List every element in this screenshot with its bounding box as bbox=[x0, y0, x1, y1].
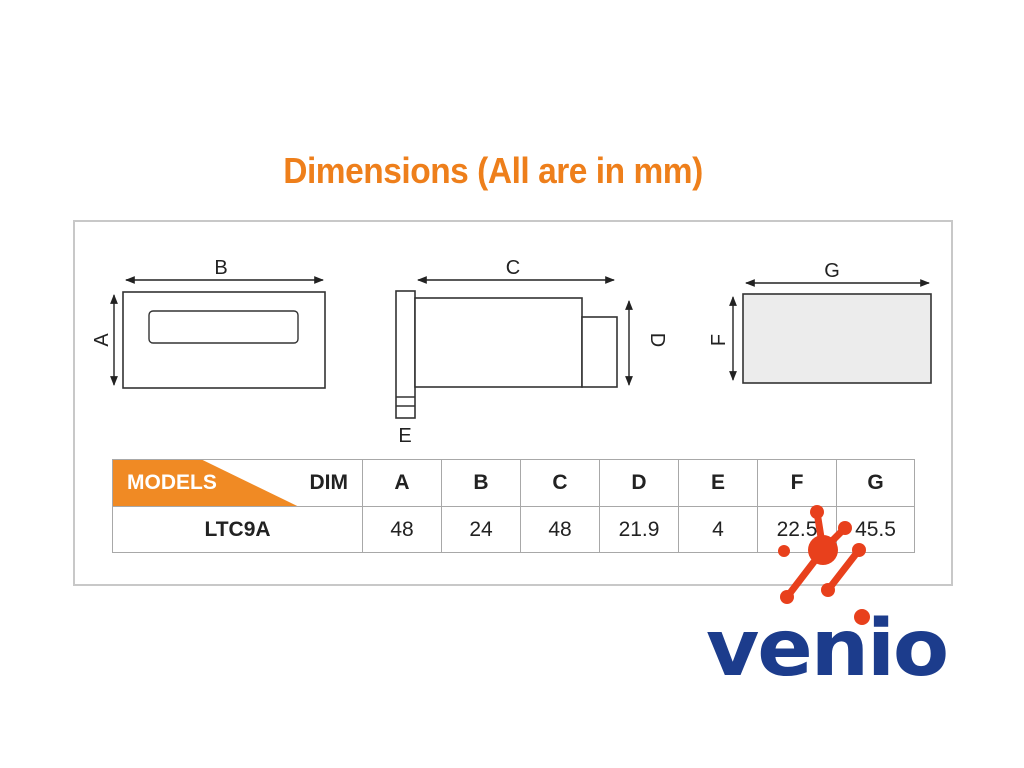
column-header-d: D bbox=[599, 459, 679, 507]
value-cell-a: 48 bbox=[362, 506, 442, 553]
table-row: LTC9A 48 24 48 21.9 4 22.5 45.5 bbox=[112, 506, 915, 553]
dim-label: DIM bbox=[309, 471, 349, 494]
side-view: C D E bbox=[395, 257, 668, 447]
label-e: E bbox=[398, 425, 411, 447]
label-b: B bbox=[214, 257, 227, 279]
label-a: A bbox=[91, 333, 113, 347]
venio-logo-text: venio bbox=[706, 604, 949, 694]
models-label: MODELS bbox=[127, 471, 217, 494]
label-c: C bbox=[506, 257, 520, 279]
cutout-view: G F bbox=[708, 260, 932, 384]
column-header-c: C bbox=[520, 459, 600, 507]
column-header-b: B bbox=[441, 459, 521, 507]
value-cell-c: 48 bbox=[520, 506, 600, 553]
models-dim-header: MODELS DIM bbox=[112, 459, 363, 507]
drawing-frame bbox=[73, 220, 953, 586]
venio-logo-mark bbox=[778, 505, 870, 625]
label-g: G bbox=[824, 260, 840, 282]
value-cell-b: 24 bbox=[441, 506, 521, 553]
value-cell-d: 21.9 bbox=[599, 506, 679, 553]
column-header-e: E bbox=[678, 459, 758, 507]
model-name-cell: LTC9A bbox=[112, 506, 363, 553]
page-title: Dimensions (All are in mm) bbox=[283, 150, 703, 191]
value-cell-e: 4 bbox=[678, 506, 758, 553]
front-view: B A bbox=[91, 257, 326, 389]
dimensions-table: MODELS DIM A B C D E F G LTC9A 48 24 48 … bbox=[112, 459, 915, 553]
table-header-row: MODELS DIM A B C D E F G bbox=[112, 459, 915, 507]
value-cell-g: 45.5 bbox=[836, 506, 915, 553]
label-f: F bbox=[708, 334, 730, 346]
label-d: D bbox=[646, 333, 668, 347]
column-header-a: A bbox=[362, 459, 442, 507]
